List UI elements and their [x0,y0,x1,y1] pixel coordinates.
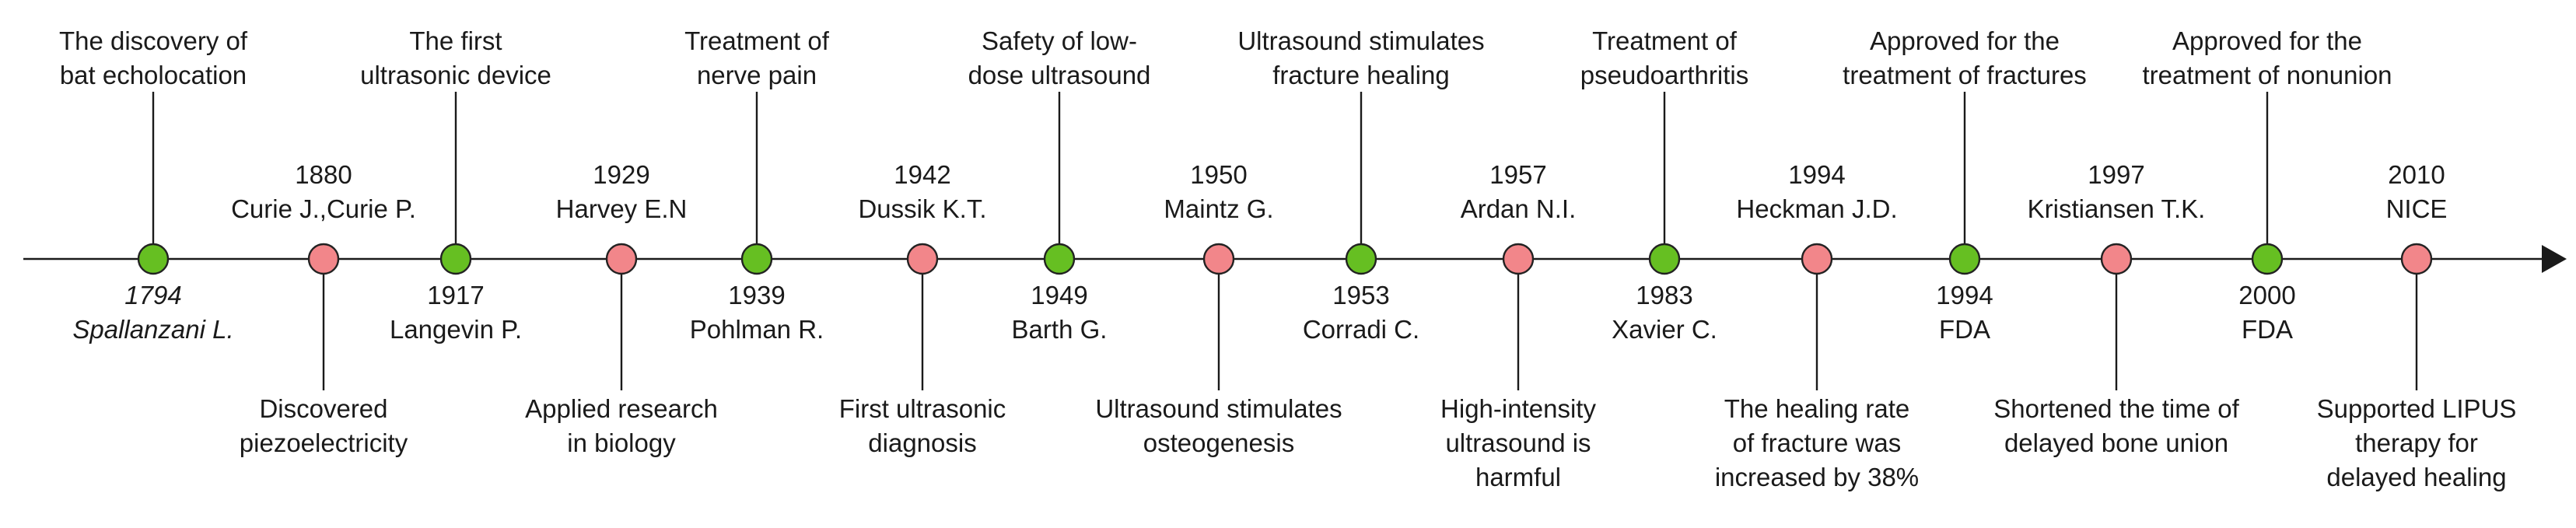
event-year: 1994 [1936,281,1993,309]
event-person: Spallanzani L. [72,315,233,344]
event-year: 1997 [2088,160,2144,189]
event-person: Dussik K.T. [858,194,986,223]
event-person: Ardan N.I. [1461,194,1577,223]
pink-event-marker [307,243,340,275]
event-person: Maintz G. [1164,194,1273,223]
event-person: Kristiansen T.K. [2028,194,2206,223]
event-person: FDA [1939,315,1990,344]
pink-event-marker [605,243,638,275]
event-person: Xavier C. [1612,315,1717,344]
event-year: 1880 [295,160,352,189]
event-year: 1957 [1489,160,1546,189]
pink-event-marker [2400,243,2433,275]
event-year: 1929 [593,160,649,189]
green-event-marker [137,243,170,275]
event-description: Safety of low-dose ultrasound [968,26,1151,89]
event-year: 1942 [894,160,950,189]
green-event-marker [439,243,472,275]
pink-event-marker [2100,243,2133,275]
event-person: Langevin P. [390,315,522,344]
pink-event-marker [1202,243,1235,275]
event-year: 2010 [2388,160,2445,189]
event-year: 1939 [728,281,785,309]
green-event-marker [2251,243,2284,275]
event-year: 1983 [1636,281,1692,309]
event-year: 1794 [124,281,181,309]
event-person: Pohlman R. [690,315,824,344]
green-event-marker [1043,243,1076,275]
green-event-marker [1648,243,1681,275]
green-event-marker [1948,243,1981,275]
event-year: 1917 [427,281,484,309]
event-person: Corradi C. [1303,315,1419,344]
pink-event-marker [1502,243,1535,275]
event-year: 1949 [1031,281,1087,309]
green-event-marker [740,243,773,275]
event-person: Heckman J.D. [1736,194,1897,223]
pink-event-marker [906,243,939,275]
event-person: Harvey E.N [556,194,688,223]
green-event-marker [1345,243,1377,275]
pink-event-marker [1801,243,1833,275]
event-year: 1994 [1788,160,1845,189]
event-year: 1950 [1190,160,1247,189]
event-person: FDA [2242,315,2293,344]
event-person: Curie J.,Curie P. [231,194,416,223]
timeline-arrowhead [2542,245,2567,273]
event-person: Barth G. [1012,315,1108,344]
event-year: 1953 [1332,281,1389,309]
event-year: 2000 [2238,281,2295,309]
event-person: NICE [2386,194,2448,223]
